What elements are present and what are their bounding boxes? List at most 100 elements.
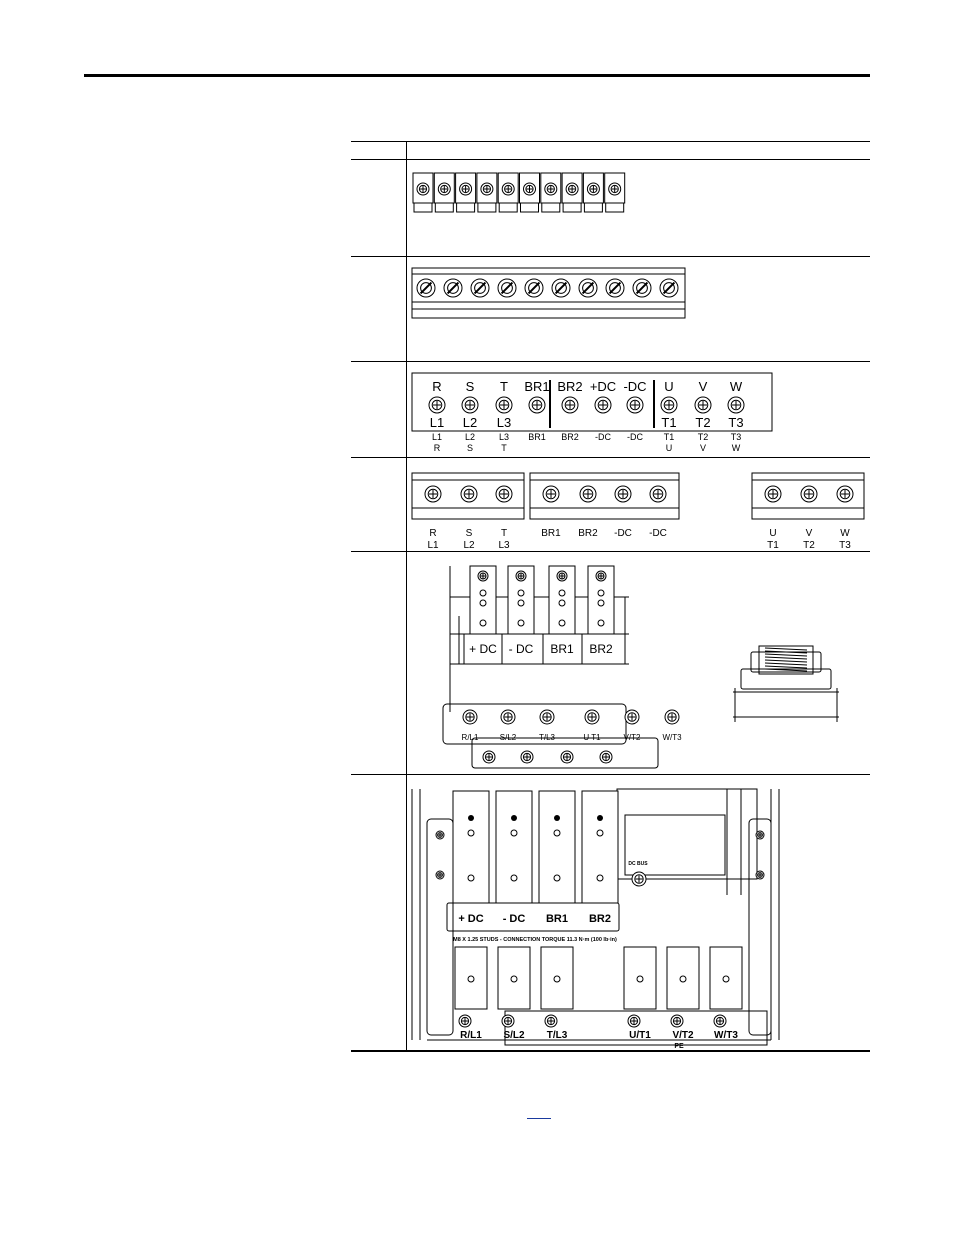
terminal-bottom-label: W <box>732 443 741 453</box>
bus-hole <box>479 619 487 627</box>
screw-ring <box>431 399 443 411</box>
terminal-label: T/L3 <box>547 1030 568 1041</box>
screw-slot <box>419 281 433 295</box>
bus-hole <box>467 874 475 882</box>
screw-ring <box>803 488 815 500</box>
bus-bar <box>452 790 490 904</box>
bus-hole <box>597 619 605 627</box>
terminal-bottom-label: V <box>700 443 706 453</box>
power-terminal-block-drawing: RL1L1RSL2L2STL3L3TBR1BR1BR2BR2+DC-DC-DC-… <box>411 372 773 453</box>
screw-ring <box>757 872 763 878</box>
terminal-top-label: S <box>466 379 475 394</box>
bus-hole <box>517 619 525 627</box>
row-divider <box>351 774 870 775</box>
terminal-top-label: +DC <box>590 379 616 394</box>
terminal-foot <box>583 202 603 213</box>
table-top-rule <box>351 141 870 142</box>
bus-label: BR2 <box>589 642 613 656</box>
bus-hole <box>479 599 487 607</box>
terminal-label: BR1 <box>541 528 561 539</box>
screw-ring <box>562 752 572 762</box>
terminal-label: W/T3 <box>662 733 682 742</box>
screw-slot <box>554 281 568 295</box>
terminal-top-label: V <box>699 379 708 394</box>
stud-thread <box>764 668 808 672</box>
screw-slot <box>608 281 622 295</box>
terminal-label: S/L2 <box>500 733 517 742</box>
terminal-mid-label: T3 <box>728 415 743 430</box>
terminal-label: W <box>840 528 850 539</box>
row-divider <box>351 457 870 458</box>
screw-ring <box>589 184 598 194</box>
terminal-bottom-label: T <box>501 443 507 453</box>
column-divider <box>406 141 407 1052</box>
bus-stud <box>554 815 560 821</box>
footnote-link[interactable] <box>527 1104 551 1119</box>
terminal-foot <box>413 202 433 213</box>
stud-thread <box>764 653 808 657</box>
screw-ring <box>609 282 621 294</box>
terminal-label: -DC <box>649 528 667 539</box>
bus-stud <box>597 815 603 821</box>
terminal-bottom-label: T1 <box>664 432 675 442</box>
terminal-top-label: BR2 <box>557 379 582 394</box>
row-divider <box>351 551 870 552</box>
phase-bar <box>540 946 574 1010</box>
bus-hole <box>553 975 561 983</box>
bus-label: + DC <box>458 913 483 925</box>
terminal-label: L2 <box>463 540 475 551</box>
screw-ring <box>503 1016 513 1026</box>
bus-bar <box>495 790 533 904</box>
terminal-top-label: BR1 <box>524 379 549 394</box>
screw-ring <box>663 282 675 294</box>
terminal-top-label: R <box>432 379 441 394</box>
terminal-label: R/L1 <box>462 733 479 742</box>
strip-body <box>411 267 686 319</box>
bus-hole <box>479 589 487 597</box>
terminal-label: V <box>806 528 813 539</box>
bus-label: - DC <box>509 642 534 656</box>
bus-hole <box>510 829 518 837</box>
terminal-bottom-label: T2 <box>698 432 709 442</box>
screw-ring <box>601 752 611 762</box>
bus-hole <box>517 599 525 607</box>
screw-ring <box>715 1016 725 1026</box>
screw-ring <box>564 399 576 411</box>
terminal-label: S <box>466 528 473 539</box>
table-bottom-rule <box>351 1050 870 1052</box>
bus-hole <box>722 975 730 983</box>
terminal-mid-label: L2 <box>463 415 477 430</box>
terminal-label: T2 <box>803 540 815 551</box>
terminal-bottom-label: L2 <box>465 432 475 442</box>
bus-hole <box>597 599 605 607</box>
screw-ring <box>839 488 851 500</box>
terminal-label: V/T2 <box>624 733 641 742</box>
bus-hole <box>636 975 644 983</box>
screw-ring <box>697 399 709 411</box>
screw-ring <box>498 488 510 500</box>
screw-ring <box>482 184 492 194</box>
screw-ring <box>597 572 605 580</box>
terminal-bottom-label: -DC <box>627 432 643 442</box>
screw-ring <box>555 282 567 294</box>
terminal-foot <box>562 202 582 213</box>
dc-bus-label: DC BUS <box>628 861 648 867</box>
bus-hole <box>510 975 518 983</box>
screw-ring <box>568 184 577 194</box>
screw-slot <box>635 281 649 295</box>
screw-ring <box>437 872 443 878</box>
screw-ring <box>627 712 637 722</box>
screw-ring <box>479 572 487 580</box>
screw-slot <box>473 281 487 295</box>
stud-thread <box>764 665 808 669</box>
screw-ring <box>465 712 475 722</box>
bus-hole <box>597 589 605 597</box>
screw-ring <box>545 488 557 500</box>
terminal-label: T <box>501 528 507 539</box>
terminal-label: S/L2 <box>503 1030 525 1041</box>
bus-hole <box>467 975 475 983</box>
terminal-bottom-label: U <box>666 443 673 453</box>
screw-ring <box>447 282 459 294</box>
